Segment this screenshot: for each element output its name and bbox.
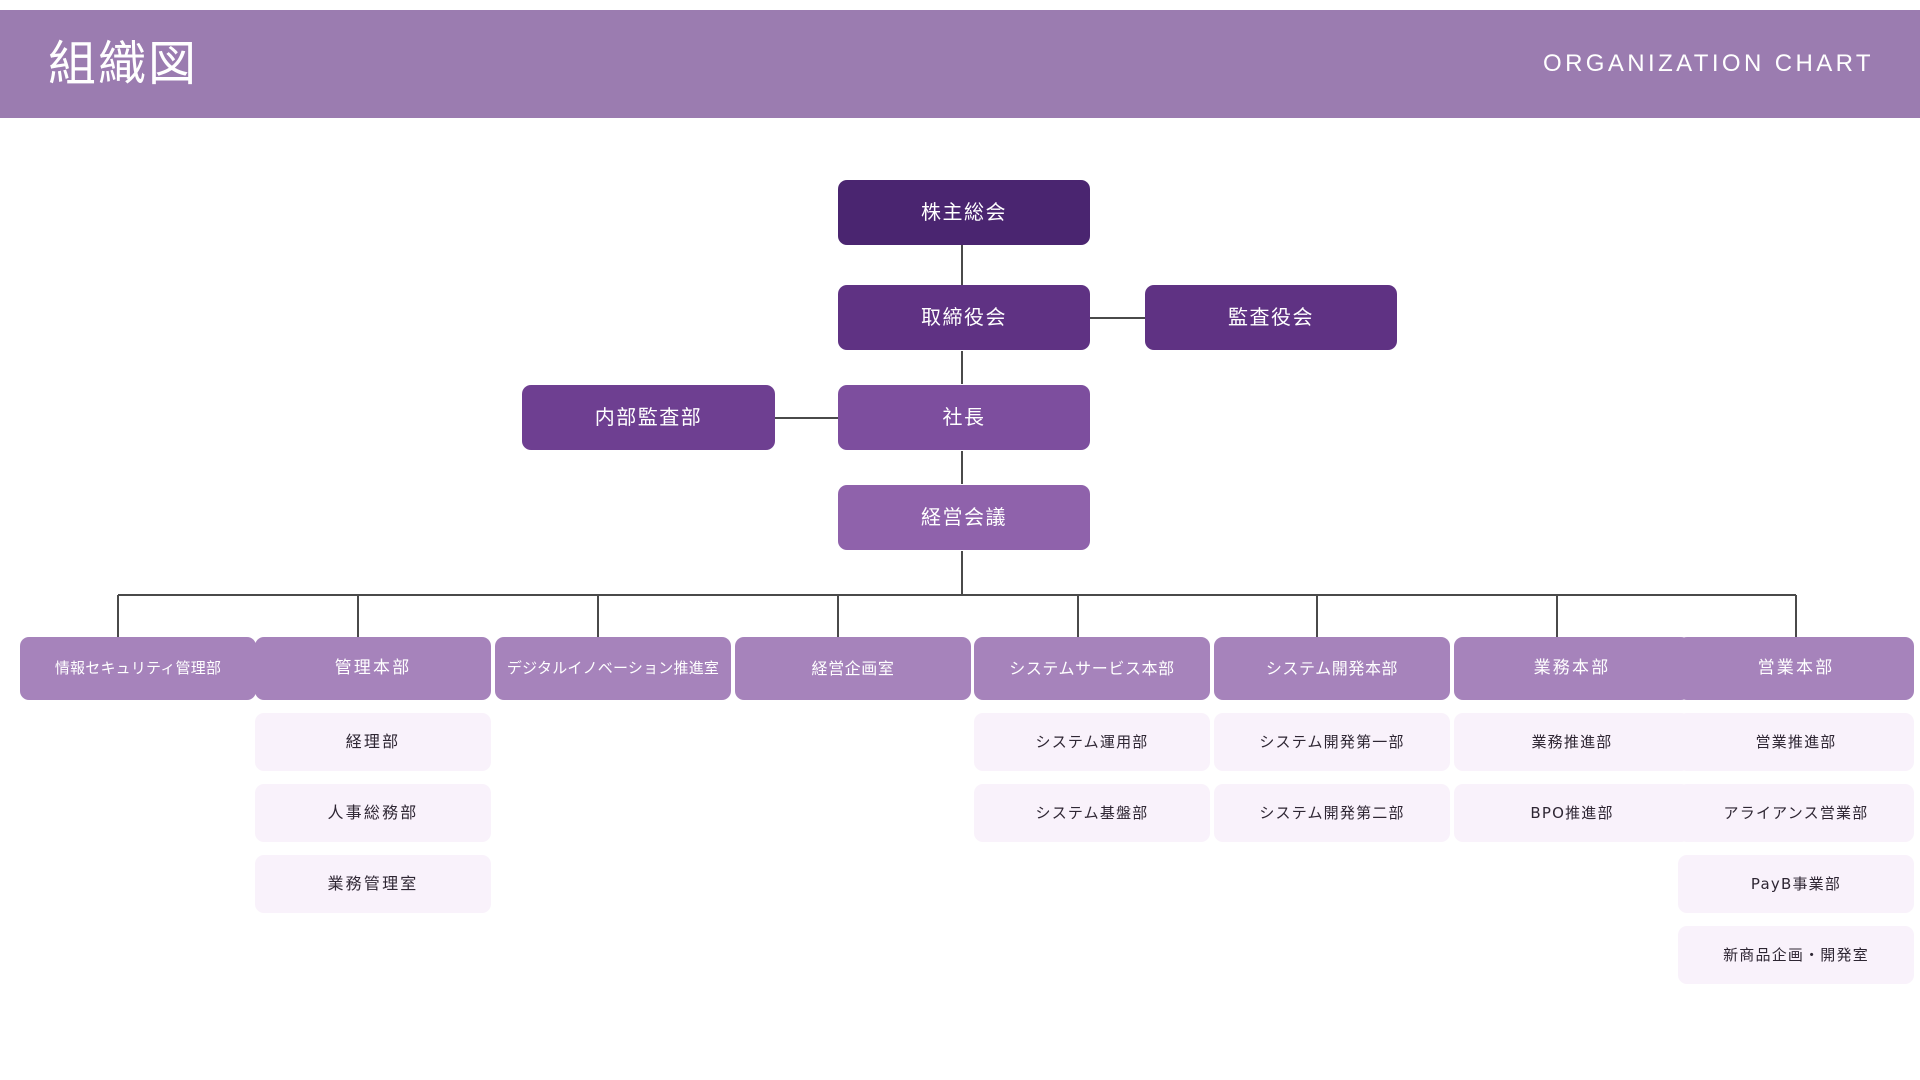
node-subdept-bpo-promotion[interactable]: BPO推進部 bbox=[1454, 784, 1690, 842]
page-title: 組織図 bbox=[48, 36, 199, 92]
node-subdept-accounting[interactable]: 経理部 bbox=[255, 713, 491, 771]
node-division-operations[interactable]: 業務本部 bbox=[1454, 637, 1690, 700]
node-auditors-board[interactable]: 監査役会 bbox=[1145, 285, 1397, 350]
node-subdept-business-promotion[interactable]: 業務推進部 bbox=[1454, 713, 1690, 771]
node-president[interactable]: 社長 bbox=[838, 385, 1090, 450]
node-division-digital-innovation[interactable]: デジタルイノベーション推進室 bbox=[495, 637, 731, 700]
node-division-corporate-planning[interactable]: 経営企画室 bbox=[735, 637, 971, 700]
node-shareholders-meeting[interactable]: 株主総会 bbox=[838, 180, 1090, 245]
node-subdept-payb-business[interactable]: PayB事業部 bbox=[1678, 855, 1914, 913]
node-subdept-system-development-1[interactable]: システム開発第一部 bbox=[1214, 713, 1450, 771]
node-subdept-system-infrastructure[interactable]: システム基盤部 bbox=[974, 784, 1210, 842]
node-management-meeting[interactable]: 経営会議 bbox=[838, 485, 1090, 550]
page-header: 組織図 ORGANIZATION CHART bbox=[0, 10, 1920, 118]
node-subdept-new-product-planning[interactable]: 新商品企画・開発室 bbox=[1678, 926, 1914, 984]
page-subtitle: ORGANIZATION CHART bbox=[1543, 50, 1874, 77]
node-division-sales[interactable]: 営業本部 bbox=[1678, 637, 1914, 700]
node-subdept-operations-management[interactable]: 業務管理室 bbox=[255, 855, 491, 913]
node-subdept-system-operations[interactable]: システム運用部 bbox=[974, 713, 1210, 771]
node-division-administration[interactable]: 管理本部 bbox=[255, 637, 491, 700]
node-division-system-service[interactable]: システムサービス本部 bbox=[974, 637, 1210, 700]
node-internal-audit-dept[interactable]: 内部監査部 bbox=[522, 385, 775, 450]
node-board-of-directors[interactable]: 取締役会 bbox=[838, 285, 1090, 350]
node-division-information-security[interactable]: 情報セキュリティ管理部 bbox=[20, 637, 256, 700]
node-subdept-system-development-2[interactable]: システム開発第二部 bbox=[1214, 784, 1450, 842]
node-subdept-alliance-sales[interactable]: アライアンス営業部 bbox=[1678, 784, 1914, 842]
node-subdept-sales-promotion[interactable]: 営業推進部 bbox=[1678, 713, 1914, 771]
node-division-system-development[interactable]: システム開発本部 bbox=[1214, 637, 1450, 700]
node-subdept-hr-general-affairs[interactable]: 人事総務部 bbox=[255, 784, 491, 842]
